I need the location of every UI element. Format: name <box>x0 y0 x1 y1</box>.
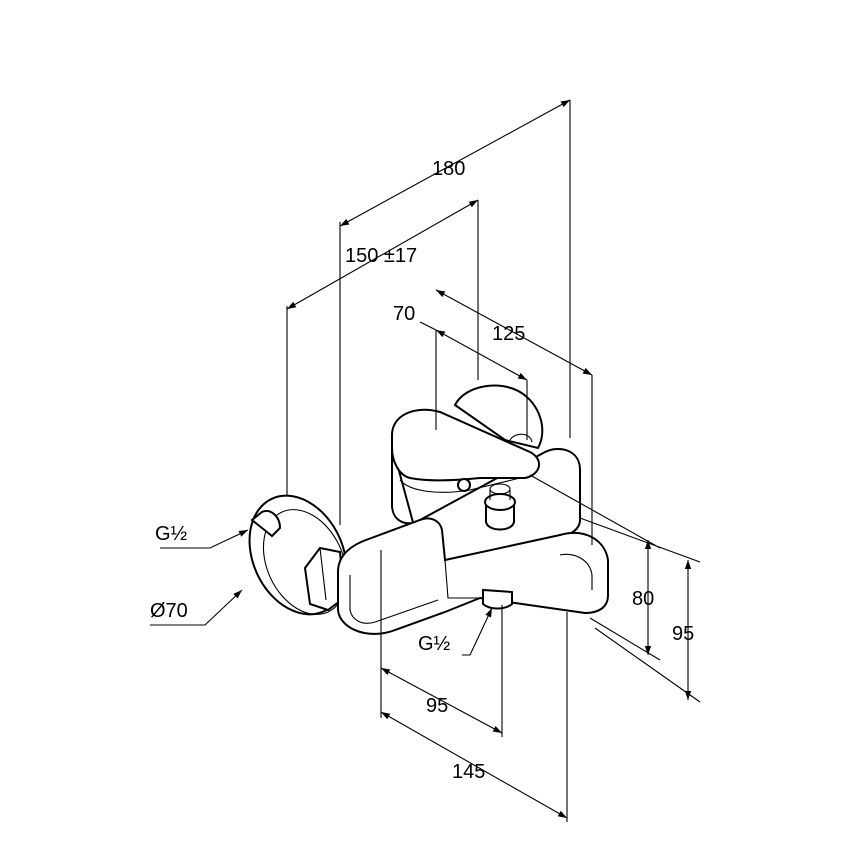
inlet-pipe <box>250 510 282 538</box>
g-half-inlet-leader <box>160 529 249 549</box>
dim-150-label: 150 ±17 <box>345 245 417 267</box>
faucet-body-drawing <box>248 384 609 635</box>
lever-handle <box>391 408 540 482</box>
dim-145-spout-label: 145 <box>452 761 485 783</box>
dim-180-label: 180 <box>432 158 465 180</box>
dim-95-vertical-label: 95 <box>672 623 694 645</box>
dim-70-label: 70 <box>393 303 415 325</box>
dim-80-label: 80 <box>632 588 654 610</box>
rear-escutcheon <box>453 384 544 450</box>
dim-145-spout-line <box>380 711 568 819</box>
dim-150-line <box>286 199 479 310</box>
dim-95-spout-label: 95 <box>426 695 448 717</box>
outlet-nozzle <box>482 588 513 610</box>
dimension-lines <box>150 99 701 822</box>
g-half-outlet-leader <box>462 607 493 656</box>
spout <box>337 517 609 635</box>
g-half-outlet-label: G½ <box>418 633 451 655</box>
dim-125-line <box>435 289 593 376</box>
d70-label: Ø70 <box>150 600 188 622</box>
dimension-labels: 180 150 ±17 70 125 80 95 95 145 G½ Ø70 G… <box>150 158 694 783</box>
dim-125-label: 125 <box>492 323 525 345</box>
d70-leader <box>150 589 243 626</box>
g-half-inlet-label: G½ <box>155 523 188 545</box>
diverter-knob <box>485 504 515 531</box>
